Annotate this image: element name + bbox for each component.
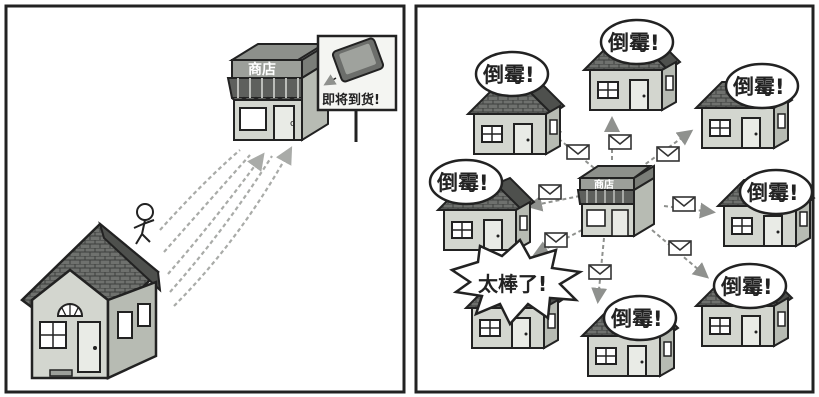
- smartphone-icon: [331, 37, 385, 83]
- left-panel: c 商店 即将到货!: [4, 4, 406, 394]
- running-person: [133, 203, 155, 245]
- happy-bubble-text: 太棒了!: [478, 272, 547, 296]
- bad-luck-bubbles: 倒霉! 倒霉! 倒霉! 倒霉! 倒霉! 倒霉!: [428, 18, 814, 342]
- bubble-text-3: 倒霉!: [732, 75, 785, 99]
- bubble-text-7: 倒霉!: [610, 307, 663, 331]
- happy-bubble: 太棒了!: [449, 238, 584, 327]
- bubble-text-6: 倒霉!: [720, 275, 773, 299]
- svg-text:c: c: [290, 119, 295, 129]
- left-shop-sign: 商店: [248, 61, 276, 78]
- billboard-text: 即将到货!: [322, 92, 380, 108]
- right-shop: 商店: [576, 164, 655, 238]
- right-panel: 商店 倒霉! 倒霉! 倒霉!: [414, 4, 815, 394]
- bubble-text-4: 倒霉!: [436, 171, 489, 195]
- billboard: 即将到货!: [316, 34, 398, 142]
- left-shop: c 商店: [226, 42, 329, 142]
- bubble-text-2: 倒霉!: [607, 31, 660, 55]
- motion-trails: [159, 146, 293, 307]
- right-shop-sign: 商店: [594, 178, 614, 191]
- bubble-text-1: 倒霉!: [482, 63, 535, 87]
- left-house: [20, 221, 162, 380]
- bubble-text-5: 倒霉!: [746, 181, 799, 205]
